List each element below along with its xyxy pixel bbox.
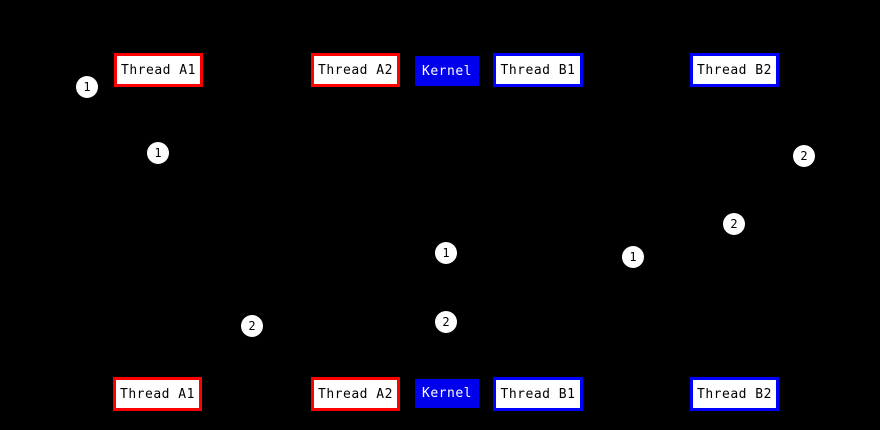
node-thread-a1-top: Thread A1 [114, 53, 203, 87]
node-kernel-bottom: Kernel [415, 379, 479, 408]
node-thread-a1-bottom: Thread A1 [113, 377, 202, 411]
step-marker-1-a: 1 [76, 76, 98, 98]
node-thread-b1-top: Thread B1 [493, 53, 583, 87]
node-thread-b2-bottom: Thread B2 [690, 377, 779, 411]
step-marker-1-d: 1 [622, 246, 644, 268]
node-thread-a2-top: Thread A2 [311, 53, 400, 87]
node-thread-b2-top: Thread B2 [690, 53, 779, 87]
step-marker-2-a: 2 [793, 145, 815, 167]
node-thread-a2-bottom: Thread A2 [311, 377, 400, 411]
step-marker-2-c: 2 [435, 311, 457, 333]
step-marker-1-c: 1 [435, 242, 457, 264]
step-marker-2-d: 2 [241, 315, 263, 337]
node-thread-b1-bottom: Thread B1 [493, 377, 583, 411]
step-marker-2-b: 2 [723, 213, 745, 235]
step-marker-1-b: 1 [147, 142, 169, 164]
node-kernel-top: Kernel [415, 56, 479, 86]
